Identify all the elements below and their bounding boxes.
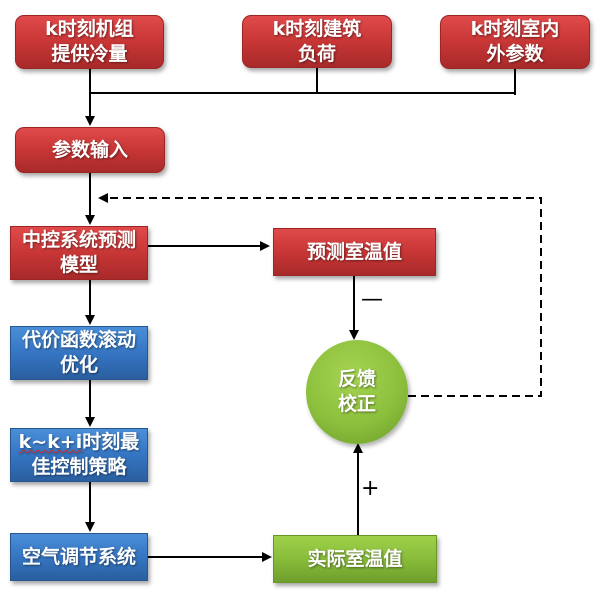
node-feedback-correction: 反馈 校正 [306,340,408,444]
node-best-strategy: k~k+i时刻最 佳控制策略 [10,428,148,482]
node-building-load: k时刻建筑 负荷 [242,15,392,68]
node-building-load-label: k时刻建筑 负荷 [272,17,362,65]
node-best-strategy-prefix: k~k+i [18,431,83,453]
node-prediction-model: 中控系统预测 模型 [10,226,148,280]
node-cost-optimization: 代价函数滚动 优化 [10,326,148,380]
minus-sign: — [361,287,383,312]
node-actual-temp-label: 实际室温值 [307,547,403,570]
node-feedback-correction-label: 反馈 校正 [337,368,376,415]
node-best-strategy-label: k~k+i时刻最 佳控制策略 [19,430,140,480]
node-unit-cooling-label: k时刻机组 提供冷量 [45,18,134,65]
node-ac-system: 空气调节系统 [10,533,148,581]
node-actual-temp: 实际室温值 [273,535,437,583]
node-indoor-outdoor-label: k时刻室内 外参数 [470,18,560,65]
node-prediction-model-label: 中控系统预测 模型 [21,229,136,276]
node-predicted-temp: 预测室温值 [273,228,436,276]
node-ac-system-label: 空气调节系统 [21,545,136,568]
plus-sign: + [361,476,380,501]
node-param-input: 参数输入 [15,127,165,173]
node-best-strategy-rest: 时刻最 佳控制策略 [31,431,140,478]
node-cost-optimization-label: 代价函数滚动 优化 [21,329,136,376]
node-predicted-temp-label: 预测室温值 [306,240,402,263]
node-unit-cooling: k时刻机组 提供冷量 [15,15,164,69]
node-indoor-outdoor-params: k时刻室内 外参数 [440,15,590,69]
node-param-input-label: 参数输入 [51,138,128,161]
dashed-feedback-loop [98,193,542,397]
